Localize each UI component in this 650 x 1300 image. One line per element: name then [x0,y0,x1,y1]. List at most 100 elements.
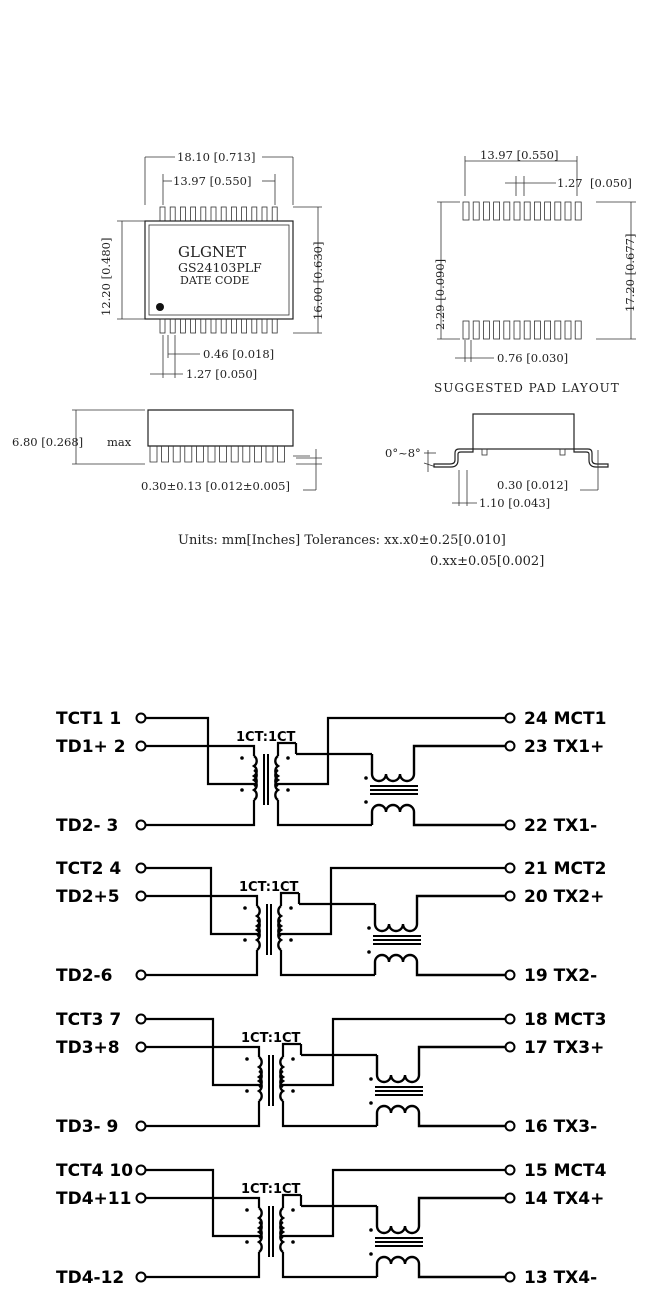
wire [146,800,256,827]
polarity-dot [369,1077,373,1081]
pad [482,320,490,340]
right-terminal [504,1271,516,1283]
polarity-dot [291,1240,295,1244]
primary-coil [256,1221,263,1253]
polarity-dot [364,800,368,804]
dim-pad-length: 2.29 [0.090] [433,259,447,330]
pad [523,201,531,221]
end-view: 0°~8° 0.30 [0.012] 1.10 [0.043] [385,413,609,510]
polarity-dot [367,950,371,954]
left-terminal [135,1164,147,1176]
left-pin-label: TCT2 4 [56,859,121,879]
polarity-dot [369,1101,373,1105]
lead [210,206,217,222]
right-terminal [504,969,516,981]
lead [179,318,186,334]
right-terminal [504,1192,516,1204]
dim-body-width: 12.20 [0.480] [99,238,113,316]
side-lead [196,446,204,463]
secondary-coil [279,1221,286,1253]
dim-pin-span: 13.97 [0.550] [173,174,251,188]
wire [146,1101,261,1128]
lead [220,206,227,222]
lead [241,318,248,334]
left-pin-label: TD1+ 2 [56,737,126,757]
right-pin-label: 15 MCT4 [524,1161,607,1181]
right-terminal [504,862,516,874]
pad [534,201,541,221]
pin1-dot [156,303,164,311]
lead [190,318,197,334]
pad [482,201,490,221]
side-lead [254,446,262,463]
lead [210,318,217,334]
pad [503,201,511,221]
pad [513,320,521,340]
right-pin-label: 24 MCT1 [524,709,606,729]
left-pin-label: TD3- 9 [56,1117,118,1137]
secondary-coil [277,919,284,951]
pad [462,201,470,221]
primary-coil [254,919,261,951]
polarity-dot [291,1089,295,1093]
polarity-dot [369,1228,373,1232]
right-terminal [504,1041,516,1053]
primary-coil [251,769,258,801]
side-lead [277,446,285,463]
pad [523,320,531,340]
left-pin-label: TCT3 7 [56,1010,121,1030]
polarity-dot [364,776,368,780]
lead [271,318,278,334]
right-pin-label: 21 MCT2 [524,859,606,879]
right-terminal [504,740,516,752]
wire [279,866,505,936]
left-terminal [135,969,147,981]
right-pin-label: 13 TX4- [524,1268,597,1288]
lead [220,318,227,334]
lead [169,318,176,334]
dim-lead-pitch: 1.27 [0.050] [186,367,257,381]
dim-standoff: 0.30±0.13 [0.012±0.005] [141,479,290,493]
polarity-dot [243,938,247,942]
pad [554,320,562,340]
polarity-dot [245,1057,249,1061]
lead [159,318,166,334]
left-terminal [135,862,147,874]
choke-coil [375,1104,505,1128]
left-terminal [135,1120,147,1132]
pad [493,201,501,221]
wire [281,1193,301,1208]
left-pin-label: TD3+8 [56,1038,120,1058]
left-terminal [135,1013,147,1025]
pad-layout-title: SUGGESTED PAD LAYOUT [434,381,620,395]
wire [279,891,299,906]
marking-datecode: DATE CODE [180,274,249,287]
right-terminal [504,819,516,831]
wire [281,1101,377,1128]
right-pin-label: 19 TX2- [524,966,597,986]
right-terminal [504,712,516,724]
secondary-coil [279,1070,286,1102]
wire [276,741,296,756]
dim-pad-pitch-inch: [0.050] [590,176,632,190]
secondary-coil [274,769,281,801]
wire [146,1196,261,1208]
polarity-dot [286,756,290,760]
choke-coil [375,1255,505,1279]
lead [200,206,207,222]
lead [261,318,268,334]
pad [564,320,572,340]
choke-coil [375,1045,505,1084]
side-lead [172,446,181,463]
pad [544,201,551,221]
left-terminal [135,819,147,831]
left-pin-label: TD2- 3 [56,816,118,836]
left-pin-label: TD2-6 [56,966,112,986]
dim-foot-length: 1.10 [0.043] [479,496,550,510]
side-lead [219,446,227,463]
